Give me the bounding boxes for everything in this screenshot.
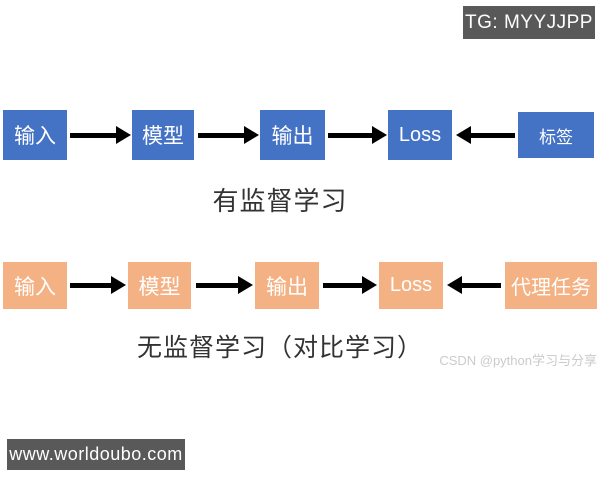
flow-box-output-unsupervised: 输出 [255,262,319,309]
flow-box-loss-unsupervised: Loss [379,262,443,309]
arrow-right-icon [198,126,259,144]
arrow-left-icon [456,126,515,144]
flow-box-output-supervised: 输出 [260,110,325,160]
flow-box-label-supervised: 标签 [518,112,594,158]
arrow-right-icon [323,276,377,294]
website-badge: www.worldoubo.com [7,439,185,470]
arrow-left-icon [447,276,501,294]
arrow-right-icon [328,126,387,144]
flow-box-model-supervised: 模型 [132,110,194,160]
supervised-caption: 有监督学习 [212,186,348,216]
flow-box-model-unsupervised: 模型 [128,262,191,309]
flow-box-proxy-task-unsupervised: 代理任务 [505,262,597,309]
arrow-right-icon [70,276,126,294]
telegram-badge: TG: MYYJJPP [463,6,595,39]
arrow-right-icon [70,126,131,144]
csdn-watermark: CSDN @python学习与分享 [439,353,597,368]
unsupervised-caption: 无监督学习（对比学习） [136,334,423,362]
flow-box-input-supervised: 输入 [3,110,67,160]
arrow-right-icon [196,276,253,294]
flow-box-input-unsupervised: 输入 [3,262,67,309]
flow-box-loss-supervised: Loss [388,110,452,160]
